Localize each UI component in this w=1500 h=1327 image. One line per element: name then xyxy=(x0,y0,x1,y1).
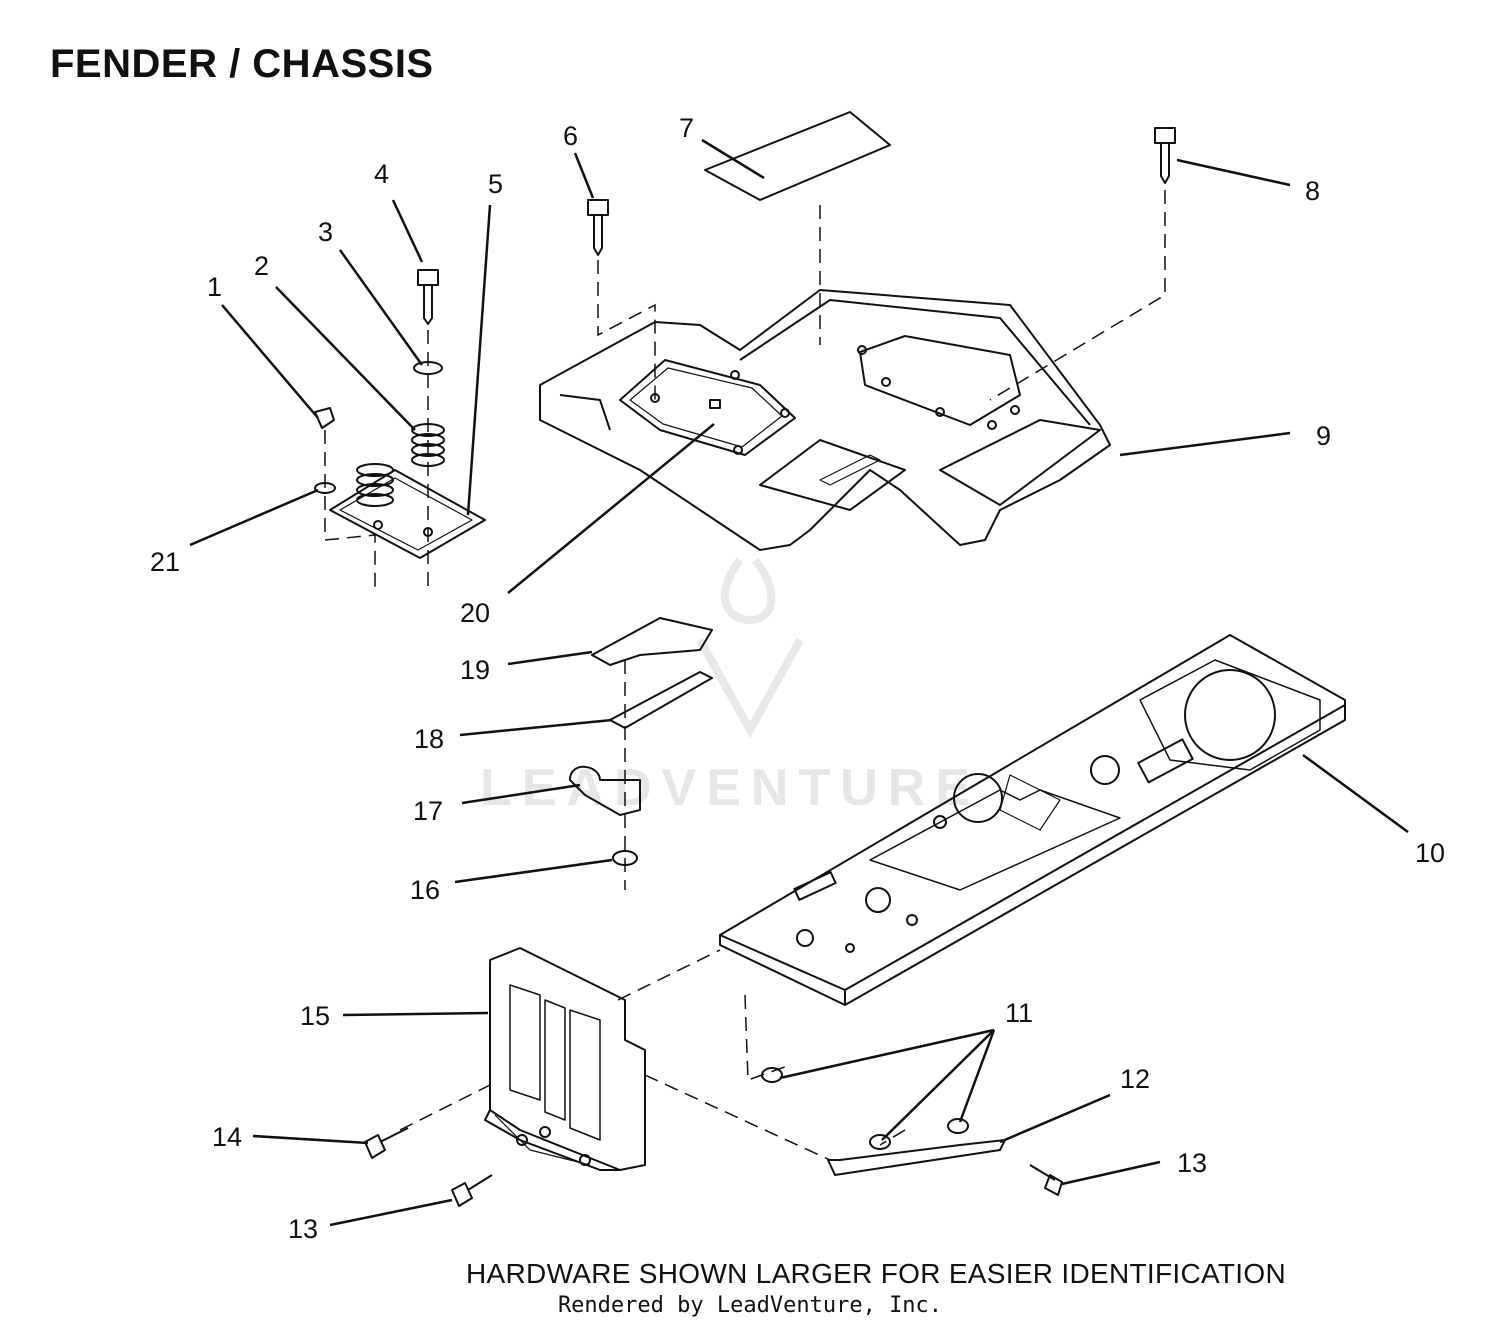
callout-19: 19 xyxy=(460,655,490,685)
chassis-frame-part xyxy=(719,634,1346,1006)
nut-11a xyxy=(761,1067,783,1083)
decal-7 xyxy=(704,111,891,201)
page-title: FENDER / CHASSIS xyxy=(50,42,434,86)
bolt-6 xyxy=(587,199,609,256)
callout-2: 2 xyxy=(254,251,269,281)
callout-18: 18 xyxy=(414,724,444,754)
callout-labels: 1 2 3 4 5 6 7 8 9 10 11 12 13 13 14 15 1… xyxy=(150,113,1445,1244)
watermark-logo xyxy=(696,557,804,739)
callout-10: 10 xyxy=(1415,838,1445,868)
brace-12 xyxy=(827,1139,1006,1176)
callout-15: 15 xyxy=(300,1001,330,1031)
callout-5: 5 xyxy=(488,169,503,199)
callout-14: 14 xyxy=(212,1122,242,1152)
callout-8: 8 xyxy=(1305,176,1320,206)
bolt-13-left xyxy=(451,1174,493,1207)
fender-part xyxy=(539,289,1111,551)
render-credit: Rendered by LeadVenture, Inc. xyxy=(557,1293,943,1318)
plate-18 xyxy=(609,671,713,729)
bolt-14 xyxy=(364,1127,409,1159)
nut-11c xyxy=(947,1118,969,1134)
callout-6: 6 xyxy=(563,121,578,151)
callout-11: 11 xyxy=(1005,998,1033,1028)
clamp-17 xyxy=(569,765,641,816)
knob-1 xyxy=(314,407,335,429)
callout-16: 16 xyxy=(410,875,440,905)
bolt-8 xyxy=(1154,127,1176,184)
callout-4: 4 xyxy=(374,159,389,189)
callout-9: 9 xyxy=(1316,421,1331,451)
bolt-4 xyxy=(417,269,439,325)
bolt-13-right xyxy=(1029,1164,1063,1196)
callout-3: 3 xyxy=(318,217,333,247)
nut-11b xyxy=(869,1134,891,1150)
callout-13-left: 13 xyxy=(288,1214,318,1244)
rear-panel-part xyxy=(484,947,646,1171)
callout-1: 1 xyxy=(207,272,222,302)
hardware-note: HARDWARE SHOWN LARGER FOR EASIER IDENTIF… xyxy=(466,1258,1286,1289)
callout-21: 21 xyxy=(150,547,180,577)
callout-17: 17 xyxy=(413,796,443,826)
callout-12: 12 xyxy=(1120,1064,1150,1094)
callout-7: 7 xyxy=(679,113,694,143)
bracket-plate-part xyxy=(329,469,486,559)
callout-13-right: 13 xyxy=(1177,1148,1207,1178)
callout-20: 20 xyxy=(460,598,490,628)
cover-19 xyxy=(591,617,713,666)
spring-part xyxy=(356,423,445,507)
